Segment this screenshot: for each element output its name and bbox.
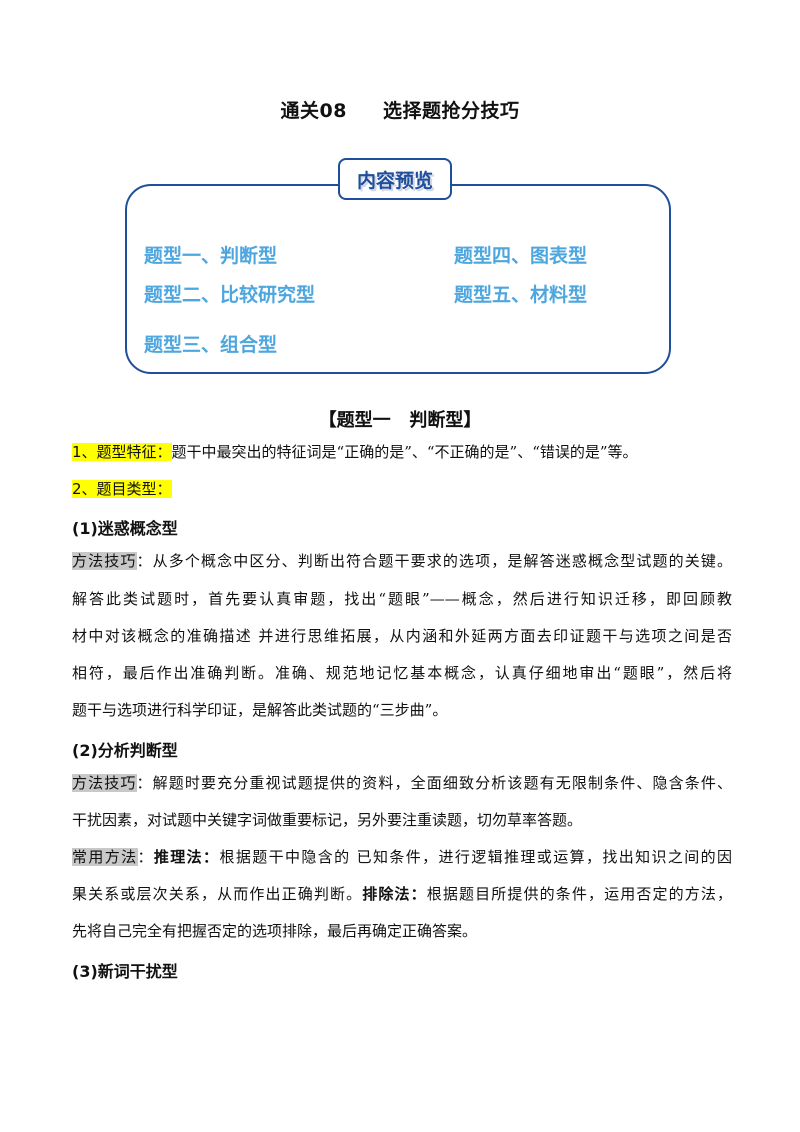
sub1-heading: (1)迷惑概念型	[72, 519, 178, 538]
sub1-method-label: 方法技巧	[72, 552, 137, 570]
types-line: 2、题目类型：	[72, 479, 732, 499]
sub3-heading: (3)新词干扰型	[72, 962, 178, 981]
title-part1: 通关08	[280, 100, 347, 122]
method-inference-name: 推理法：	[153, 848, 220, 866]
overview-item-4: 题型四、图表型	[454, 245, 588, 267]
sub2-text-1: ：解题时要充分重视试题提供的资料，全面细致分析该题有无限制条件、隐含条件、	[136, 774, 732, 792]
sub2-line-2: 干扰因素，对试题中关键字词做重要标记，另外要注重读题，切勿草率答题。	[72, 811, 583, 829]
sub2-method-label: 方法技巧	[72, 774, 137, 792]
overview-item-3: 题型三、组合型	[144, 334, 278, 356]
overview-badge: 内容预览	[338, 158, 452, 200]
sub2-line-1: 方法技巧：解题时要充分重视试题提供的资料，全面细致分析该题有无限制条件、隐含条件…	[72, 773, 732, 793]
sub2-heading: (2)分析判断型	[72, 741, 178, 760]
document-title: 通关08 选择题抢分技巧	[0, 96, 800, 123]
method-elimination-text: 根据题目所提供的条件，运用否定的方法，	[426, 885, 732, 903]
sub1-line-4: 相符，最后作出准确判断。准确、规范地记忆基本概念，认真仔细地审出“题眼”，然后将	[72, 664, 732, 682]
title-part2: 选择题抢分技巧	[382, 100, 520, 122]
overview-item-2: 题型二、比较研究型	[144, 284, 316, 306]
sub2-common-label: 常用方法	[72, 848, 138, 866]
types-label: 2、题目类型：	[72, 480, 172, 498]
sub2-common-line-3: 先将自己完全有把握否定的选项排除，最后再确定正确答案。	[72, 922, 478, 940]
method-elimination-name: 排除法：	[362, 885, 427, 903]
overview-badge-label: 内容预览	[356, 169, 433, 192]
sub1-line-2: 解答此类试题时，首先要认真审题，找出“题眼”——概念，然后进行知识迁移，即回顾教	[72, 590, 732, 608]
sub1-text-1: ：从多个概念中区分、判断出符合题干要求的选项，是解答迷惑概念型试题的关键。	[136, 552, 732, 570]
feature-text: 题干中最突出的特征词是“正确的是”、“不正确的是”、“错误的是”等。	[171, 443, 638, 461]
method-inference-line2: 果关系或层次关系，从而作出正确判断。	[72, 885, 363, 903]
sub2-common-line-1: 常用方法：推理法：根据题干中隐含的 已知条件，进行逻辑推理或运算，找出知识之间的…	[72, 847, 732, 867]
sub1-line-5: 题干与选项进行科学印证，是解答此类试题的“三步曲”。	[72, 701, 448, 719]
sub2-common-colon: ：	[137, 848, 154, 866]
sub2-common-line-2: 果关系或层次关系，从而作出正确判断。排除法：根据题目所提供的条件，运用否定的方法…	[72, 884, 732, 904]
method-inference-text: 根据题干中隐含的 已知条件，进行逻辑推理或运算，找出知识之间的因	[219, 848, 732, 866]
overview-item-1: 题型一、判断型	[144, 245, 278, 267]
overview-item-5: 题型五、材料型	[454, 284, 588, 306]
sub1-line-3: 材中对该概念的准确描述 并进行思维拓展，从内涵和外延两方面去印证题干与选项之间是…	[72, 627, 732, 645]
section-title: 【题型一 判断型】	[318, 410, 482, 431]
feature-line: 1、题型特征：题干中最突出的特征词是“正确的是”、“不正确的是”、“错误的是”等…	[72, 442, 732, 462]
sub1-line-1: 方法技巧：从多个概念中区分、判断出符合题干要求的选项，是解答迷惑概念型试题的关键…	[72, 551, 732, 571]
feature-label: 1、题型特征：	[72, 443, 172, 461]
